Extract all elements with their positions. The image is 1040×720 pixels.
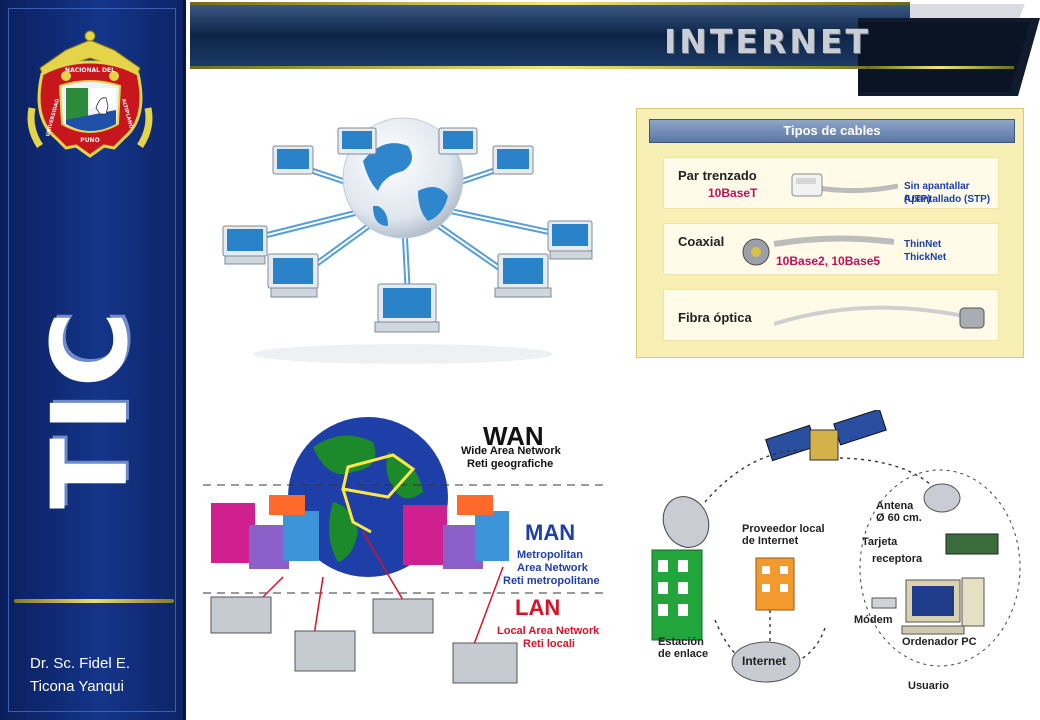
cable-name: Coaxial (678, 234, 725, 249)
wan-line-1: Wide Area Network (461, 445, 561, 457)
sidebar-divider (14, 599, 174, 603)
internet-label: Internet (742, 654, 787, 668)
cable-sub-1: Sin apantallar (UTP) (904, 181, 970, 205)
antenna-label-1: Antena (876, 500, 914, 512)
antenna-label-2: Ø 60 cm. (876, 512, 922, 524)
satellite-internet-diagram: Antena Ø 60 cm. Proveedor local de Inter… (640, 410, 1032, 700)
cable-row-coaxial: Coaxial 10Base2, 10Base5 ThinNet ThickNe… (663, 223, 999, 275)
cable-row-fiber: Fibra óptica (663, 289, 999, 341)
card-label-1: Tarjeta (862, 536, 898, 548)
cable-types-panel: Tipos de cables Par trenzado 10BaseT Sin… (636, 108, 1024, 358)
pc-label: Ordenador PC (902, 636, 977, 648)
wan-line-2: Reti geografiche (467, 458, 554, 470)
cable-sub-2: Apantallado (STP) (904, 194, 991, 205)
sidebar-frame (8, 8, 176, 712)
man-line-2: Area Network (517, 562, 588, 574)
provider-label-2: de Internet (742, 535, 799, 547)
man-title: MAN (525, 520, 576, 545)
lan-line-1: Local Area Network (497, 625, 600, 637)
cable-standard: 10BaseT (708, 186, 758, 200)
title-banner: INTERNET (190, 0, 1040, 100)
card-label-2: receptora (872, 553, 923, 565)
rj45-connector-icon (791, 173, 898, 197)
modem-label: Módem (854, 614, 893, 626)
cable-name: Par trenzado (678, 168, 757, 183)
cable-standard: 10Base2, 10Base5 (776, 254, 881, 268)
emblem-bottom-text: PUNO (80, 137, 99, 144)
cable-sub-2: ThickNet (904, 252, 947, 263)
university-emblem-logo: NACIONAL DEL UNIVERSIDAD ALTIPLANO PUNO (26, 28, 154, 158)
wan-man-lan-diagram: WAN Wide Area Network Reti geografiche M… (203, 407, 613, 697)
cable-name: Fibra óptica (678, 310, 752, 325)
lan-line-2: Reti locali (523, 638, 575, 650)
coaxial-connector-icon (742, 235, 894, 266)
provider-label-1: Proveedor local (742, 523, 825, 535)
wan-title: WAN (483, 421, 544, 451)
man-line-3: Reti metropolitane (503, 575, 600, 587)
author-name: Dr. Sc. Fidel E. Ticona Yanqui (30, 652, 180, 698)
page-title: INTERNET (664, 22, 872, 61)
man-line-1: Metropolitan (517, 549, 583, 561)
sidebar: NACIONAL DEL UNIVERSIDAD ALTIPLANO PUNO … (0, 0, 186, 720)
fiber-optic-connector-icon (774, 305, 985, 329)
author-line-2: Ticona Yanqui (30, 678, 124, 695)
vertical-title: TIC (29, 305, 151, 509)
satellite-icon (765, 410, 887, 462)
emblem-top-text: NACIONAL DEL (65, 67, 115, 74)
cable-row-twisted-pair: Par trenzado 10BaseT Sin apantallar (UTP… (663, 157, 999, 209)
station-label-1: Estación (658, 636, 704, 648)
cable-types-header: Tipos de cables (649, 119, 1015, 143)
user-label: Usuario (908, 680, 949, 692)
station-label-2: de enlace (658, 648, 709, 660)
network-globe-illustration (203, 106, 608, 374)
cable-sub-1: ThinNet (904, 239, 942, 250)
author-line-1: Dr. Sc. Fidel E. (30, 655, 131, 672)
lan-title: LAN (515, 595, 561, 620)
